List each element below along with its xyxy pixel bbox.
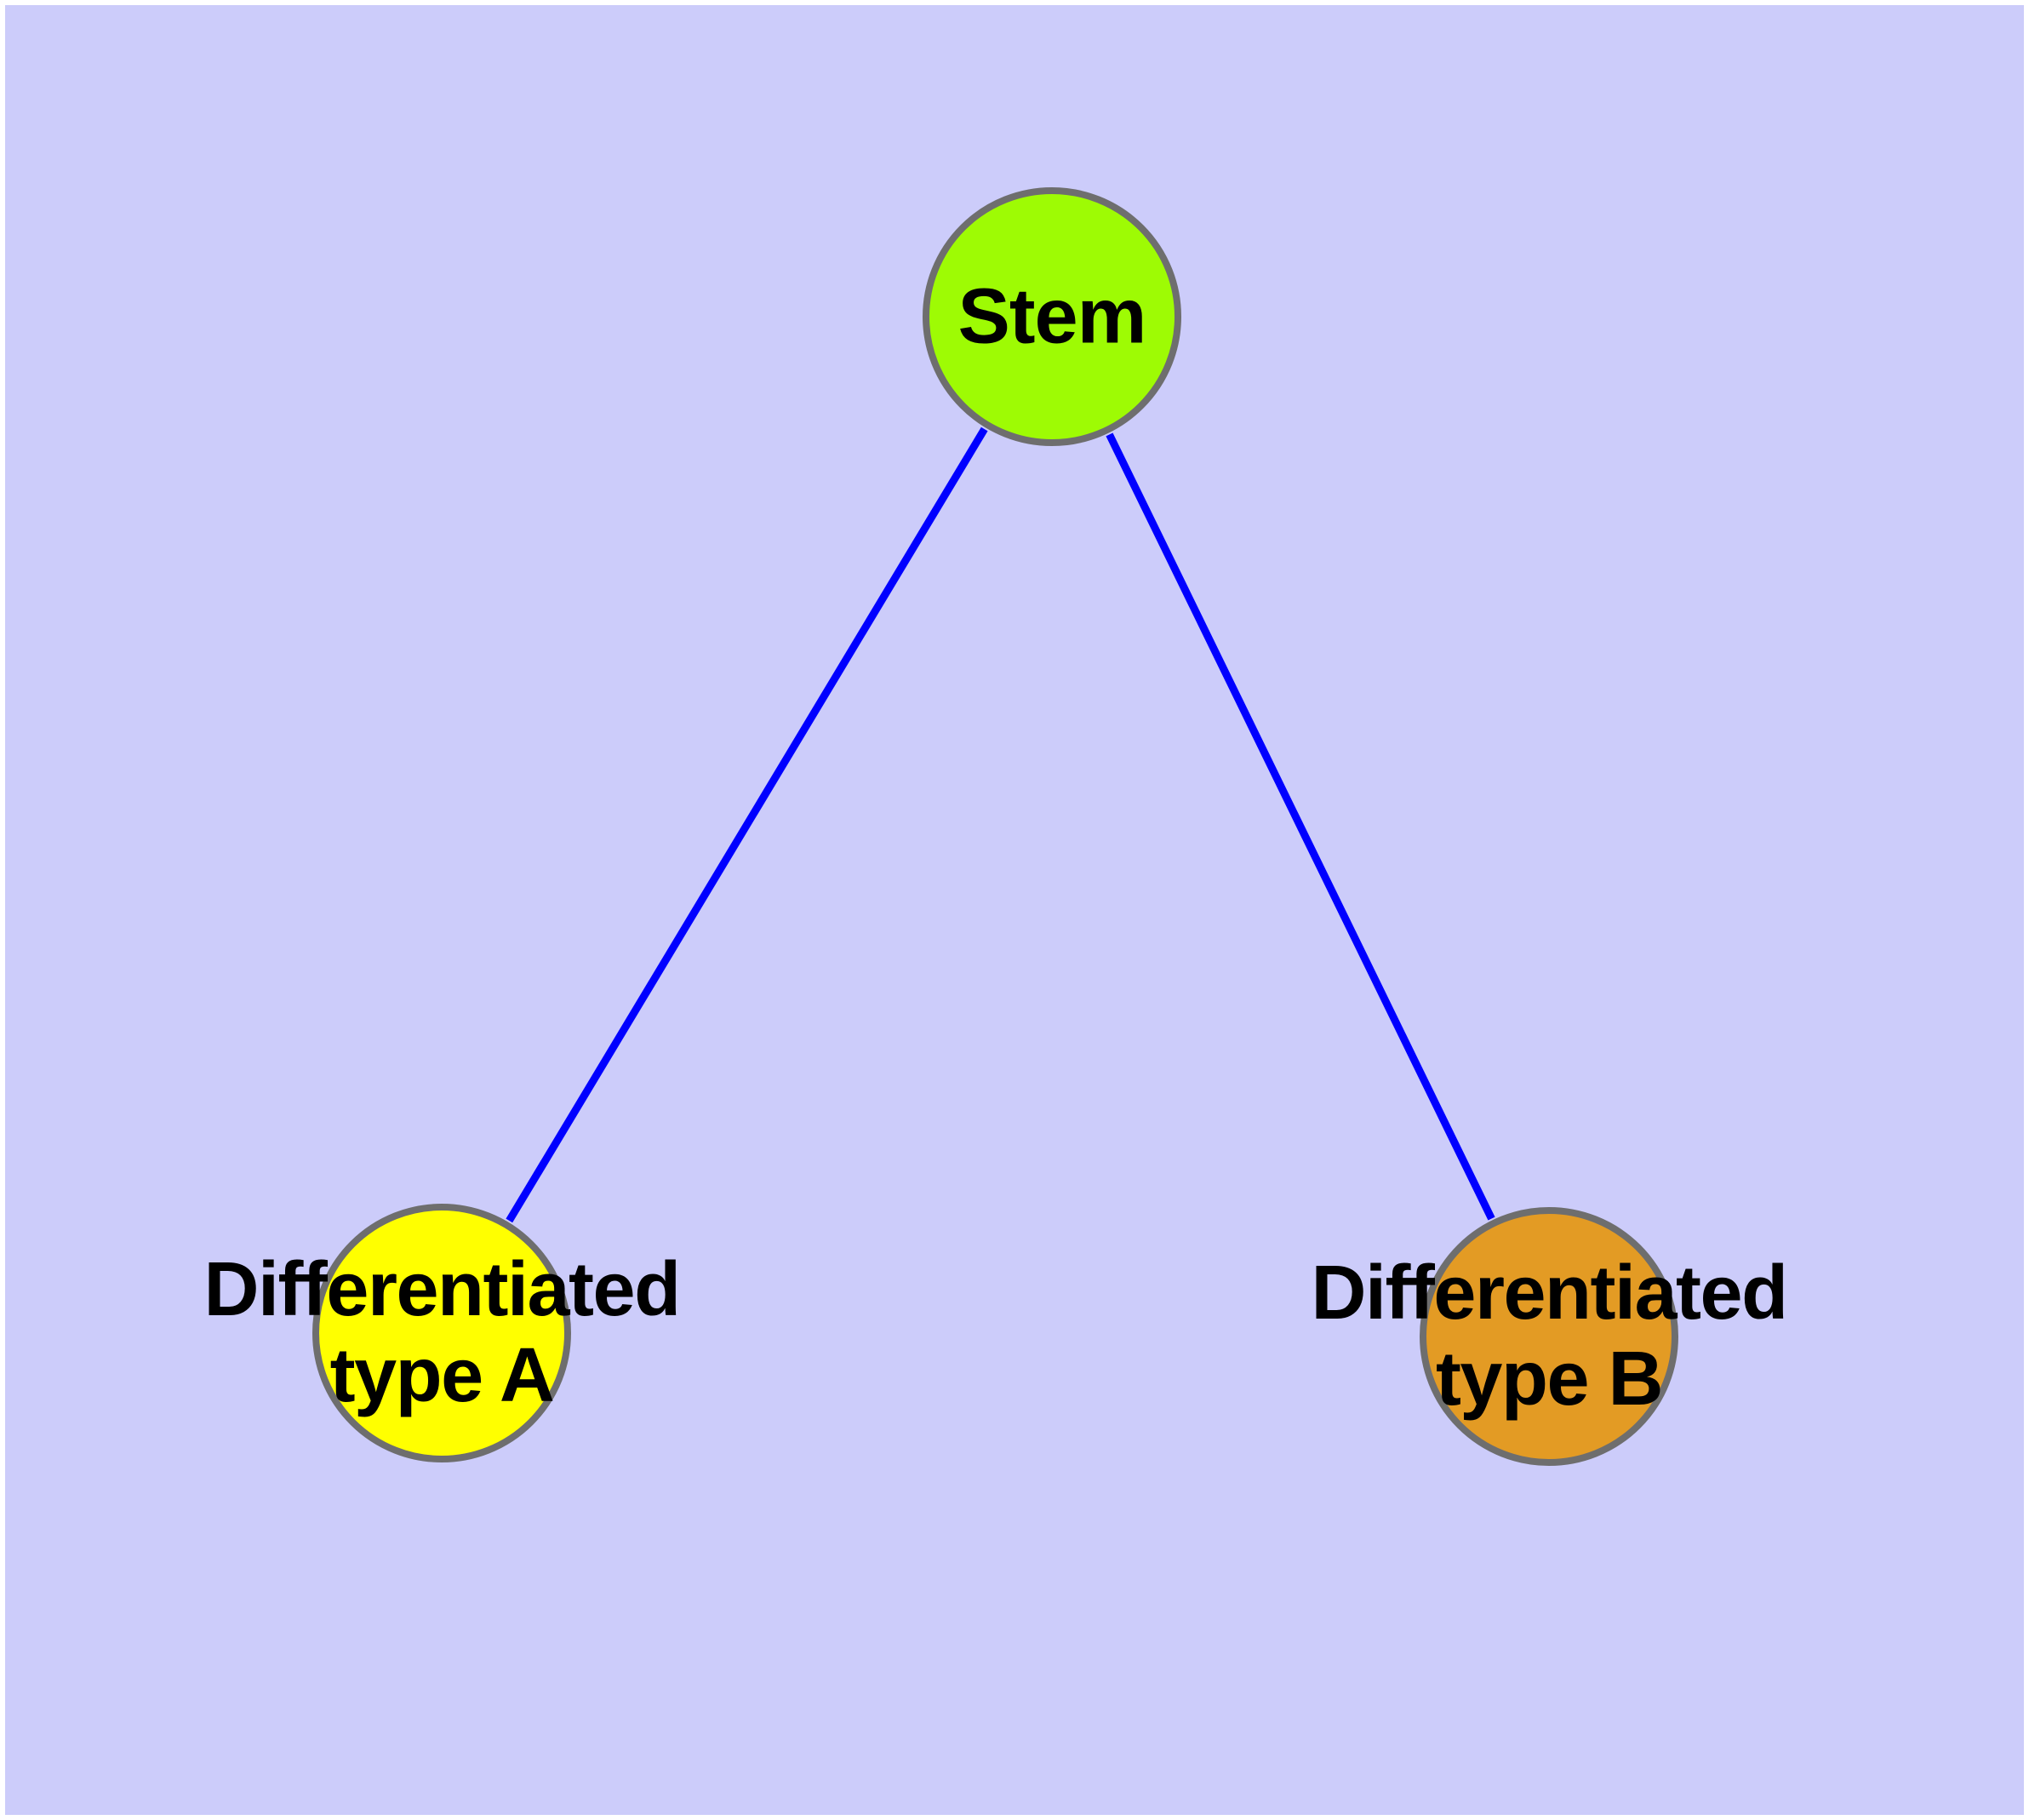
node-circle-stem[interactable]: [923, 187, 1181, 446]
edge-stem-diff-a[interactable]: [506, 426, 988, 1223]
node-circle-diff_a[interactable]: [312, 1204, 571, 1462]
node-circle-diff_b[interactable]: [1420, 1207, 1678, 1466]
edge-stem-diff-b[interactable]: [1106, 432, 1495, 1221]
edges-layer: [506, 426, 1495, 1223]
nodes-layer: [312, 187, 1678, 1466]
